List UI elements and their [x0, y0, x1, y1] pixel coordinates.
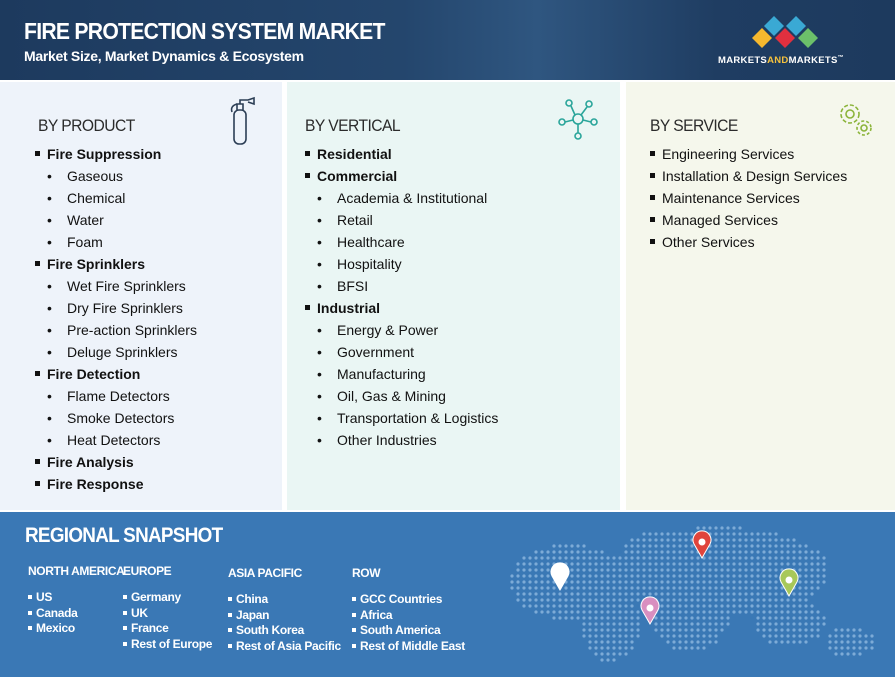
- country-item: France: [123, 621, 212, 637]
- service-item: Other Services: [650, 232, 847, 254]
- product-item: Fire Detection: [35, 364, 197, 386]
- header-banner: FIRE PROTECTION SYSTEM MARKET Market Siz…: [0, 0, 895, 80]
- service-item: Maintenance Services: [650, 188, 847, 210]
- region-name: ASIA PACIFIC: [228, 566, 302, 580]
- vertical-item: Hospitality: [305, 254, 498, 276]
- vertical-item: Commercial: [305, 166, 498, 188]
- map-pin-asia-icon: [779, 568, 799, 598]
- country-item: South America: [352, 623, 465, 639]
- by-vertical-panel: BY VERTICAL ResidentialCommercialAcademi…: [287, 82, 620, 510]
- country-item: Africa: [352, 608, 465, 624]
- gears-icon: [840, 104, 872, 136]
- vertical-item: BFSI: [305, 276, 498, 298]
- vertical-item: Oil, Gas & Mining: [305, 386, 498, 408]
- product-item: Dry Fire Sprinklers: [35, 298, 197, 320]
- region-name: EUROPE: [123, 564, 172, 578]
- product-item: Fire Sprinklers: [35, 254, 197, 276]
- service-item: Managed Services: [650, 210, 847, 232]
- product-item: Chemical: [35, 188, 197, 210]
- product-item: Fire Response: [35, 474, 197, 496]
- map-pin-europe-icon: [692, 530, 712, 560]
- vertical-item: Industrial: [305, 298, 498, 320]
- marketsandmarkets-logo: [752, 16, 818, 48]
- by-product-panel: BY PRODUCT Fire SuppressionGaseousChemic…: [0, 82, 282, 510]
- vertical-item: Energy & Power: [305, 320, 498, 342]
- product-list: Fire SuppressionGaseousChemicalWaterFoam…: [35, 144, 197, 496]
- country-item: Mexico: [28, 621, 124, 637]
- vertical-item: Government: [305, 342, 498, 364]
- map-pin-north-america-icon: [550, 562, 570, 592]
- product-item: Fire Analysis: [35, 452, 197, 474]
- network-icon: [558, 99, 598, 140]
- product-item: Flame Detectors: [35, 386, 197, 408]
- country-item: China: [228, 592, 341, 608]
- country-item: South Korea: [228, 623, 341, 639]
- by-service-heading: BY SERVICE: [650, 116, 738, 135]
- service-item: Installation & Design Services: [650, 166, 847, 188]
- page-subtitle: Market Size, Market Dynamics & Ecosystem: [24, 48, 304, 64]
- vertical-item: Residential: [305, 144, 498, 166]
- product-item: Wet Fire Sprinklers: [35, 276, 197, 298]
- service-item: Engineering Services: [650, 144, 847, 166]
- country-item: Rest of Asia Pacific: [228, 639, 341, 655]
- page-title: FIRE PROTECTION SYSTEM MARKET: [24, 18, 385, 44]
- country-item: Canada: [28, 606, 124, 622]
- product-item: Fire Suppression: [35, 144, 197, 166]
- vertical-item: Healthcare: [305, 232, 498, 254]
- world-map: [510, 526, 874, 662]
- country-item: UK: [123, 606, 212, 622]
- by-product-heading: BY PRODUCT: [38, 116, 135, 135]
- region-name: ROW: [352, 566, 381, 580]
- country-item: Germany: [123, 590, 212, 606]
- product-item: Foam: [35, 232, 197, 254]
- country-item: GCC Countries: [352, 592, 465, 608]
- product-item: Smoke Detectors: [35, 408, 197, 430]
- vertical-item: Manufacturing: [305, 364, 498, 386]
- country-item: Rest of Europe: [123, 637, 212, 653]
- vertical-item: Other Industries: [305, 430, 498, 452]
- product-item: Heat Detectors: [35, 430, 197, 452]
- vertical-item: Academia & Institutional: [305, 188, 498, 210]
- logo-text: MARKETSANDMARKETS™: [718, 55, 844, 67]
- map-pin-south-america-icon: [640, 596, 660, 626]
- country-item: Rest of Middle East: [352, 639, 465, 655]
- product-item: Deluge Sprinklers: [35, 342, 197, 364]
- region-name: NORTH AMERICA: [28, 564, 125, 578]
- vertical-item: Transportation & Logistics: [305, 408, 498, 430]
- country-item: US: [28, 590, 124, 606]
- product-item: Water: [35, 210, 197, 232]
- by-vertical-heading: BY VERTICAL: [305, 116, 401, 135]
- product-item: Gaseous: [35, 166, 197, 188]
- fire-extinguisher-icon: [230, 96, 255, 145]
- regional-title: REGIONAL SNAPSHOT: [25, 524, 223, 547]
- product-item: Pre-action Sprinklers: [35, 320, 197, 342]
- country-item: Japan: [228, 608, 341, 624]
- vertical-item: Retail: [305, 210, 498, 232]
- vertical-list: ResidentialCommercialAcademia & Institut…: [305, 144, 498, 452]
